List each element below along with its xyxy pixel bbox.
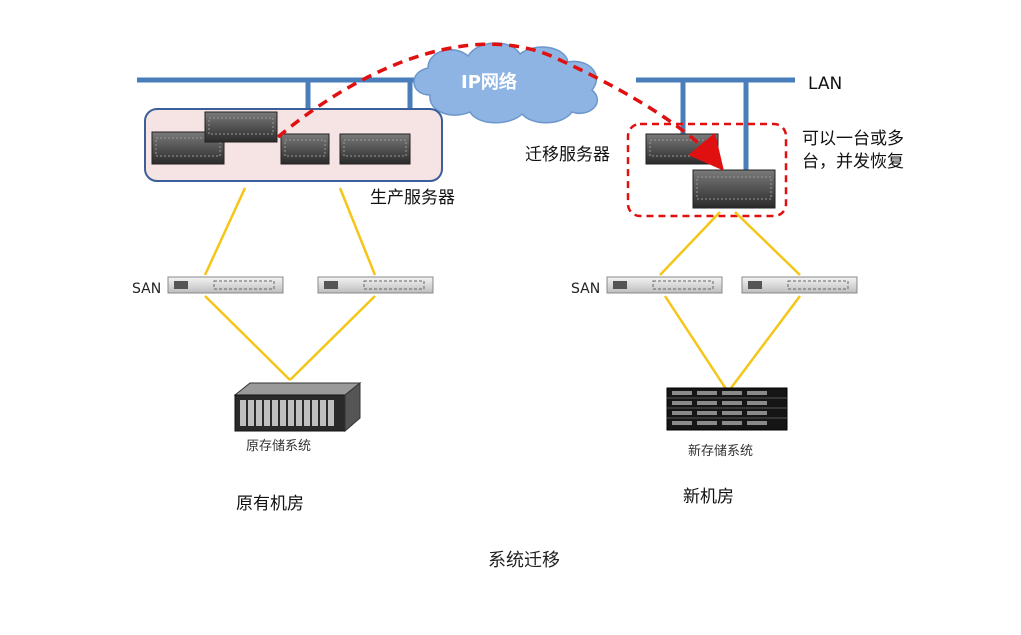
server-icon — [339, 133, 411, 165]
new-storage-label: 新存储系统 — [688, 444, 754, 459]
server-icon — [204, 111, 278, 143]
server-icon — [280, 133, 330, 165]
new-room-label: 新机房 — [683, 487, 734, 507]
san-switch — [167, 276, 284, 294]
san-links-original — [203, 187, 377, 381]
san-links-new — [659, 211, 801, 393]
san-label-original: SAN — [132, 281, 162, 297]
server-icon — [645, 133, 719, 165]
san-switch — [741, 276, 858, 294]
new-storage-icon — [666, 387, 788, 431]
server-icon — [692, 169, 776, 209]
lan-bus-left — [137, 77, 435, 110]
migration-server-group — [626, 122, 788, 218]
san-switch — [317, 276, 434, 294]
recovery-note: 可以一台或多台，并发恢复 — [802, 129, 904, 172]
original-storage-icon — [233, 381, 362, 433]
san-label-new: SAN — [571, 281, 601, 297]
san-switch — [606, 276, 723, 294]
production-server-group — [144, 108, 443, 182]
migration-servers-label: 迁移服务器 — [525, 145, 610, 165]
migration-arrow — [276, 42, 724, 171]
original-storage-label: 原存储系统 — [246, 439, 312, 454]
lan-label: LAN — [808, 74, 843, 94]
ip-network-label: IP网络 — [461, 72, 517, 93]
production-servers-label: 生产服务器 — [370, 188, 455, 208]
original-room-label: 原有机房 — [236, 494, 304, 514]
diagram-caption: 系统迁移 — [488, 550, 560, 571]
